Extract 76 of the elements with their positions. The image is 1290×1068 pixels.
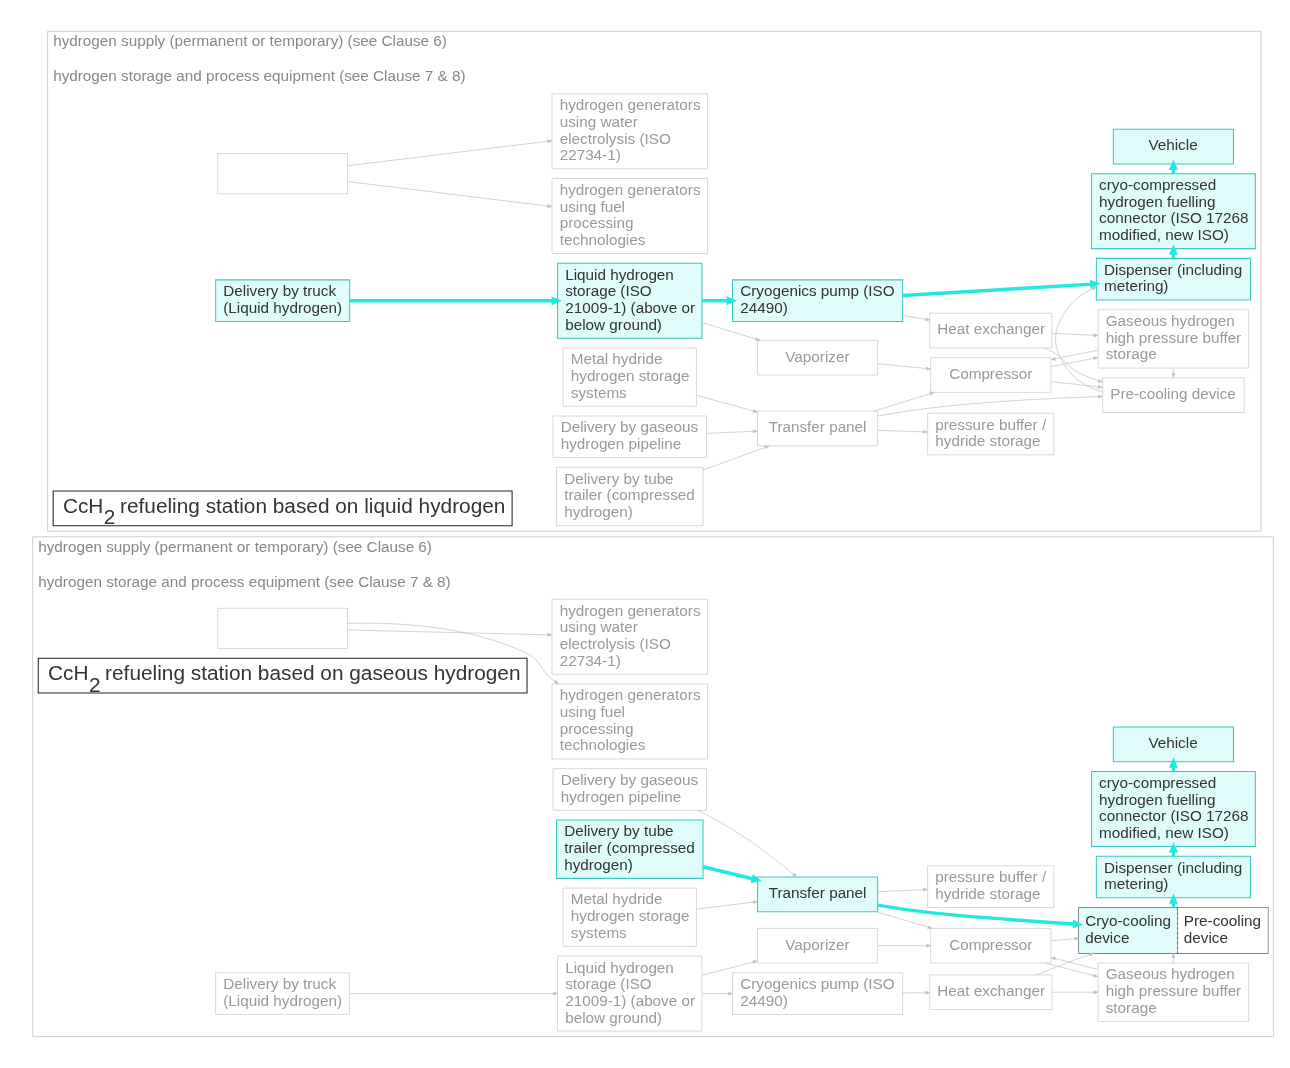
node-box: Pre-cooling device xyxy=(1102,377,1245,413)
node-box: Vehicle xyxy=(1112,726,1234,763)
node-box: Delivery by tube trailer (compressed hydrogen) xyxy=(556,819,704,879)
arrow xyxy=(702,296,737,306)
arrow xyxy=(876,911,933,929)
arrow xyxy=(347,139,553,167)
arrow xyxy=(702,445,770,471)
node-box: Gaseous hydrogen high pressure buffer storage xyxy=(1097,309,1250,369)
arrow xyxy=(1055,286,1103,393)
arrow xyxy=(1050,349,1099,361)
arrow xyxy=(697,810,798,878)
node-box xyxy=(217,607,348,649)
node-box: Gaseous hydrogen high pressure buffer storage xyxy=(1097,962,1250,1022)
node-box: cryo-compressed hydrogen fuelling connector (ISO 17268 modified, new ISO) xyxy=(1090,770,1256,847)
arrow xyxy=(349,296,562,306)
node-box: Liquid hydrogen storage (ISO 21009-1) (above or below ground) xyxy=(557,262,703,339)
arrow xyxy=(877,430,928,434)
arrow xyxy=(1050,956,1099,970)
arrow xyxy=(702,865,762,883)
arrow xyxy=(349,991,558,996)
node-box: Vaporizer xyxy=(757,928,878,964)
arrow xyxy=(877,394,1103,417)
arrow xyxy=(902,990,930,995)
arrow xyxy=(1044,347,1103,383)
node-box: Cryogenics pump (ISO 24490) xyxy=(732,279,904,323)
arrow xyxy=(1035,952,1094,976)
arrow xyxy=(873,391,935,412)
arrow xyxy=(347,181,553,208)
arrow xyxy=(1045,962,1099,978)
arrow xyxy=(1171,953,1176,964)
arrow xyxy=(877,363,932,371)
node-box: Vehicle xyxy=(1112,128,1234,165)
node-box: hydrogen generators using fuel processing technologies xyxy=(551,178,708,254)
arrow xyxy=(1051,990,1099,995)
arrow xyxy=(902,279,1101,298)
arrow xyxy=(877,943,932,948)
arrow xyxy=(696,394,758,413)
node-box: Cryogenics pump (ISO 24490) xyxy=(732,972,903,1015)
node-box: hydrogen generators using fuel processing technologies xyxy=(551,683,708,760)
node-box: Heat exchanger xyxy=(929,312,1053,349)
node-box: Delivery by truck (Liquid hydrogen) xyxy=(215,972,350,1015)
arrow xyxy=(1171,367,1176,378)
arrow xyxy=(902,315,930,322)
node-box: Compressor xyxy=(930,928,1052,964)
node-box: hydrogen generators using water electrolysis (ISO 22734-1) xyxy=(551,598,708,675)
node-box: Transfer panel xyxy=(757,410,878,447)
node-box: Dispenser (including metering) xyxy=(1095,855,1251,899)
node-box: Delivery by gaseous hydrogen pipeline xyxy=(552,768,707,811)
arrow xyxy=(701,960,758,976)
node-box: pressure buffer / hydride storage xyxy=(927,865,1055,908)
arrow xyxy=(347,629,553,637)
node-box: Delivery by gaseous hydrogen pipeline xyxy=(552,415,707,458)
node-box: Heat exchanger xyxy=(929,974,1053,1010)
arrow xyxy=(1051,333,1099,338)
arrow xyxy=(706,429,758,434)
node-box: Dispenser (including metering) xyxy=(1095,257,1251,301)
node-box: Delivery by tube trailer (compressed hydrogen) xyxy=(556,467,704,526)
node-box xyxy=(217,153,348,195)
arrow xyxy=(347,622,559,685)
node-box: cryo-compressed hydrogen fuelling connector (ISO 17268 modified, new ISO) xyxy=(1090,173,1256,250)
node-box: Metal hydride hydrogen storage systems xyxy=(562,887,697,947)
arrow xyxy=(877,887,928,893)
node-box: Liquid hydrogen storage (ISO 21009-1) (above or below ground) xyxy=(557,955,703,1032)
arrow xyxy=(701,991,733,996)
node-box: Metal hydride hydrogen storage systems xyxy=(562,347,697,407)
arrow xyxy=(1050,381,1103,389)
arrow xyxy=(701,322,761,341)
arrow xyxy=(696,900,758,910)
node-box: Transfer panel xyxy=(757,876,879,913)
node-box: pressure buffer / hydride storage xyxy=(927,412,1055,456)
node-box: Compressor xyxy=(930,357,1052,393)
arrow xyxy=(877,903,1084,929)
arrow xyxy=(1050,936,1080,942)
node-box: hydrogen generators using water electrolysis (ISO 22734-1) xyxy=(551,93,708,170)
arrow xyxy=(1050,356,1099,367)
node-box: Delivery by truck (Liquid hydrogen) xyxy=(215,279,351,323)
